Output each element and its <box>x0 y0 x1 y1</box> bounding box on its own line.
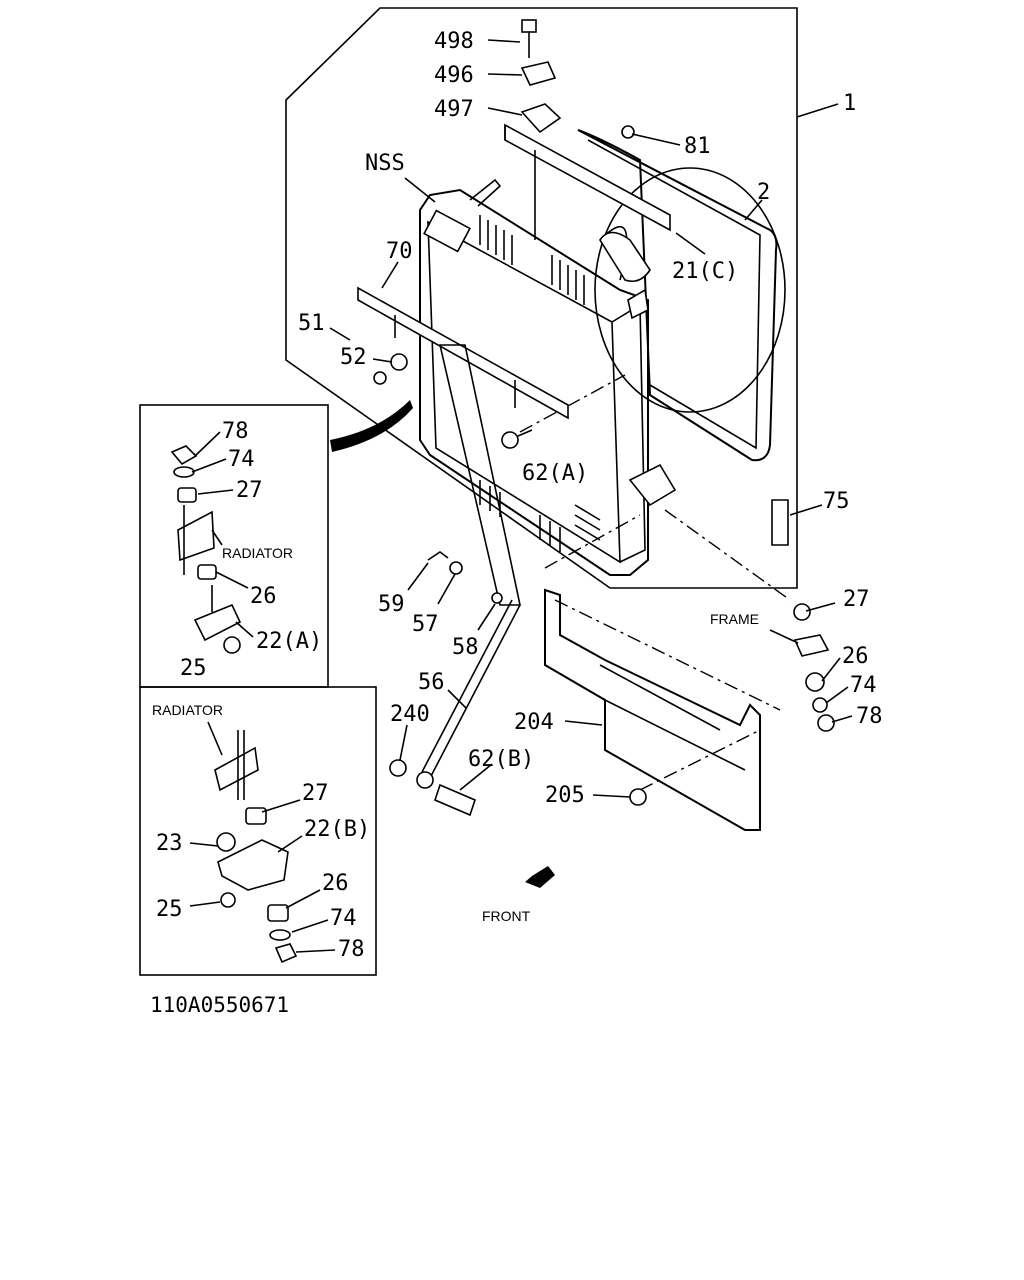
callout-240: 240 <box>390 702 430 727</box>
callout-81: 81 <box>684 134 711 159</box>
hardware <box>373 19 835 817</box>
callout-frame: FRAME <box>710 611 759 627</box>
callout-51: 51 <box>298 311 325 336</box>
inset-b: RADIATOR 27 22(B) 23 26 25 74 78 <box>139 686 377 976</box>
inset-a-78: 78 <box>222 419 249 444</box>
inset-b-74: 74 <box>330 906 357 931</box>
figure-code: 110A0550671 <box>150 993 289 1017</box>
lower-bracket <box>544 588 761 831</box>
inset-a: 78 74 27 RADIATOR 26 22(A) 25 <box>139 404 329 688</box>
callout-498: 498 <box>434 29 474 54</box>
callout-62b: 62(B) <box>468 747 534 772</box>
inset-pointer-icon <box>330 400 413 452</box>
inset-a-26: 26 <box>250 584 277 609</box>
callout-70: 70 <box>386 239 413 264</box>
callout-75: 75 <box>823 489 850 514</box>
callout-2: 2 <box>757 180 770 205</box>
callout-496: 496 <box>434 63 474 88</box>
callout-62a: 62(A) <box>522 461 588 486</box>
inset-b-23: 23 <box>156 831 183 856</box>
callout-78-right: 78 <box>856 704 883 729</box>
callout-56: 56 <box>418 670 445 695</box>
inset-a-radiator: RADIATOR <box>222 545 293 561</box>
dash-lines <box>519 374 791 791</box>
callout-front: FRONT <box>482 908 531 924</box>
inset-a-27: 27 <box>236 478 263 503</box>
callout-nss: NSS <box>365 151 405 176</box>
callout-204: 204 <box>514 710 554 735</box>
callout-74-right: 74 <box>850 673 877 698</box>
fan-shroud <box>577 129 786 462</box>
callout-57: 57 <box>412 612 439 637</box>
main-callouts: 498 496 497 81 1 2 NSS 70 21(C) 51 52 62… <box>298 29 883 924</box>
callout-21c: 21(C) <box>672 259 738 284</box>
callout-58: 58 <box>452 635 479 660</box>
assembly-outline <box>285 7 798 589</box>
callout-26-right: 26 <box>842 644 869 669</box>
inset-a-22a: 22(A) <box>256 629 322 654</box>
inset-b-27: 27 <box>302 781 329 806</box>
callout-52: 52 <box>340 345 367 370</box>
inset-b-26: 26 <box>322 871 349 896</box>
inset-b-78: 78 <box>338 937 365 962</box>
callout-59: 59 <box>378 592 405 617</box>
radiator-core <box>419 178 677 576</box>
stay-rod <box>416 344 521 789</box>
callout-27-right: 27 <box>843 587 870 612</box>
callout-1: 1 <box>843 91 856 116</box>
callout-205: 205 <box>545 783 585 808</box>
inset-a-74: 74 <box>228 447 255 472</box>
front-arrow-icon <box>525 866 555 888</box>
inset-b-radiator: RADIATOR <box>152 702 223 718</box>
upper-support-bar <box>357 286 569 420</box>
inset-b-22b: 22(B) <box>304 817 370 842</box>
top-bracket <box>504 123 671 240</box>
leader-lines <box>329 39 853 798</box>
inset-a-25: 25 <box>180 656 207 681</box>
inset-b-25: 25 <box>156 897 183 922</box>
callout-497: 497 <box>434 97 474 122</box>
